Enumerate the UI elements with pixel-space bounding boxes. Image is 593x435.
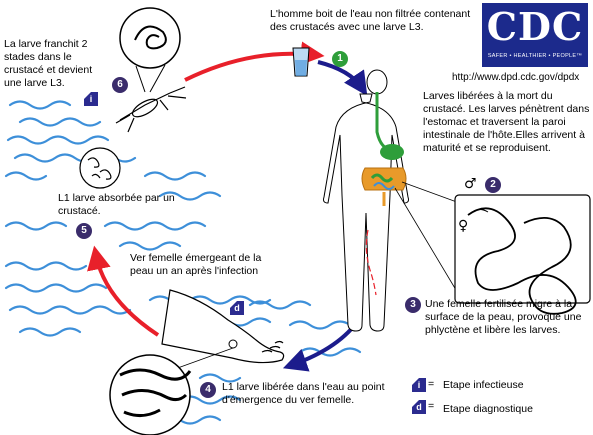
step-4-text: L1 larve libérée dans l'eau au point d'é… (222, 381, 385, 406)
leg-and-foot (161, 289, 285, 364)
legend-diagnostic-label: Etape diagnostique (443, 403, 533, 415)
step-1-text: L'homme boit de l'eau non filtrée conten… (270, 8, 471, 33)
cdc-logo-tagline: SAFER • HEALTHIER • PEOPLE™ (487, 53, 583, 59)
female-symbol: ♀ (458, 218, 469, 234)
water-glass-icon (292, 47, 310, 77)
cdc-logo-letters: CDC (486, 4, 584, 49)
step-3-text: Une femelle fertilisée migre à la surfac… (425, 298, 582, 336)
digestive-tract (361, 92, 407, 206)
cdc-logo: CDC SAFER • HEALTHIER • PEOPLE™ (482, 3, 588, 67)
male-symbol: ♂ (464, 176, 477, 192)
source-url[interactable]: http://www.dpd.cdc.gov/dpdx (452, 72, 580, 83)
legend-infective-label: Etape infectieuse (443, 379, 524, 391)
step-3-badge: 3 (405, 297, 421, 313)
larvae-inset (79, 147, 121, 189)
skin-blister (228, 339, 238, 349)
copepod-icon (115, 86, 187, 133)
step-6-badge: 6 (112, 77, 128, 93)
legend-diagnostic-equals: = (428, 400, 435, 412)
step-6-text: La larve franchit 2 stades dans le crust… (4, 38, 93, 89)
l1-larvae-inset (109, 354, 192, 435)
step-2-text: Larves libérées à la mort du crustacé. L… (423, 90, 590, 154)
legend-diagnostic-icon: d (412, 400, 426, 414)
human-body (323, 69, 409, 332)
step-2-badge: 2 (485, 177, 501, 193)
arrow-step5-to-step6 (87, 245, 160, 337)
emerging-worm-annotation: Ver femelle émergeant de la peau un an a… (130, 252, 262, 277)
legend-infective-icon: i (412, 378, 426, 392)
infective-stage-marker: i (84, 92, 98, 106)
adult-worms-inset (394, 181, 591, 315)
step-1-badge: 1 (332, 51, 348, 67)
migrating-worm (365, 229, 377, 296)
crustacean-inset (119, 7, 181, 93)
legend-infective-equals: = (428, 378, 435, 390)
water-waves-left (4, 100, 222, 337)
arrow-step1-to-body (317, 60, 368, 96)
step-4-badge: 4 (200, 382, 216, 398)
diagnostic-stage-marker: d (230, 301, 244, 315)
step-5-badge: 5 (76, 223, 92, 239)
step-5-text: L1 larve absorbée par un crustacé. (58, 192, 175, 217)
